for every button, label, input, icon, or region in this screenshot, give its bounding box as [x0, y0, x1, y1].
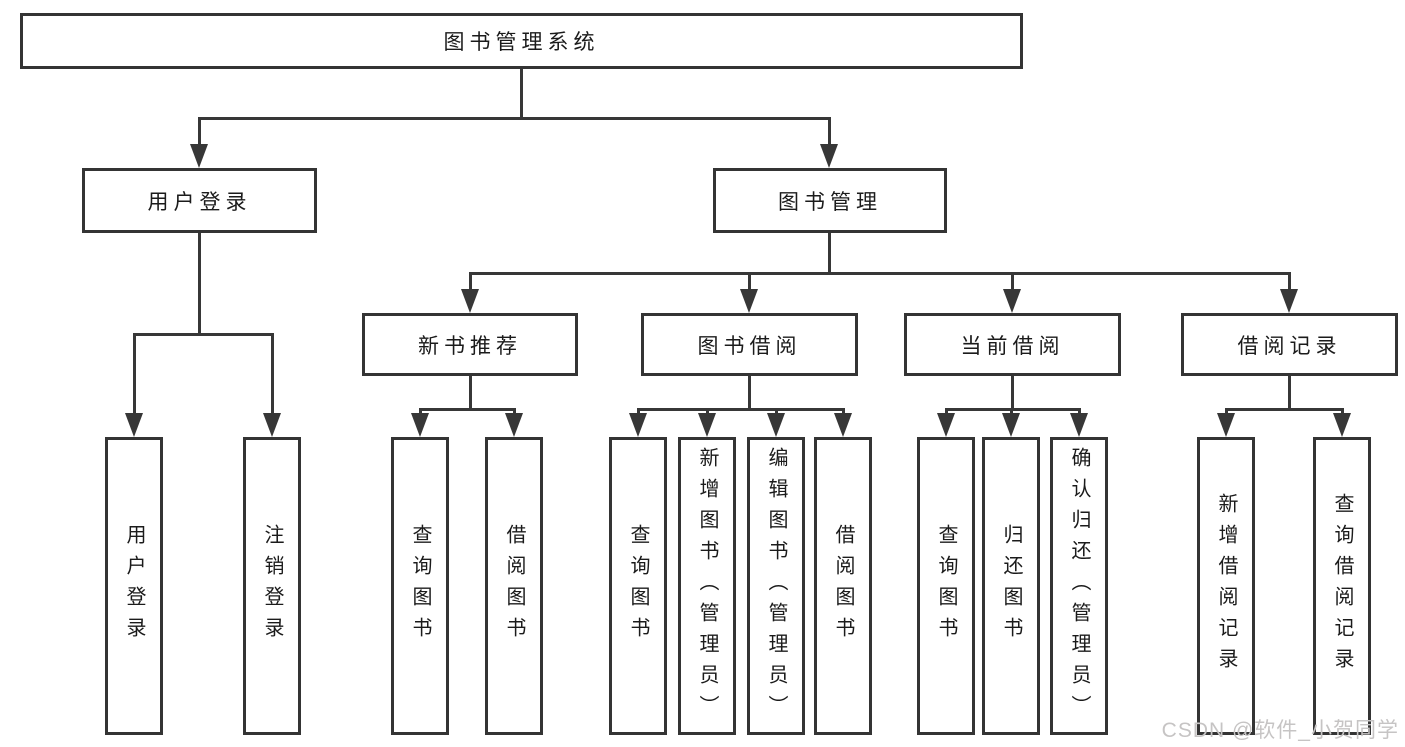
node-record-add-record: 新增借阅记录 — [1197, 437, 1255, 735]
arrowhead-icon — [411, 413, 429, 437]
node-newbook-borrow-books: 借阅图书 — [485, 437, 543, 735]
node-current-return-books: 归还图书 — [982, 437, 1040, 735]
node-borrow-borrow-books: 借阅图书 — [814, 437, 872, 735]
arrowhead-icon — [698, 413, 716, 437]
node-logout-action: 注销登录 — [243, 437, 301, 735]
node-user-login-action-label: 用户登录 — [123, 524, 145, 648]
connector-line — [419, 408, 516, 411]
arrowhead-icon — [1333, 413, 1351, 437]
node-borrow-record: 借阅记录 — [1181, 313, 1398, 376]
arrowhead-icon — [505, 413, 523, 437]
connector-line — [1225, 408, 1343, 411]
node-borrow-add-books-admin-label: 新增图书（管理员） — [696, 446, 718, 726]
node-record-query-record-label: 查询借阅记录 — [1331, 493, 1353, 679]
connector-line — [469, 272, 1290, 275]
node-record-add-record-label: 新增借阅记录 — [1215, 493, 1237, 679]
node-borrow-add-books-admin: 新增图书（管理员） — [678, 437, 736, 735]
connector-line — [198, 117, 831, 120]
connector-line — [271, 333, 274, 417]
connector-line — [637, 408, 844, 411]
node-borrow-query-books-label: 查询图书 — [627, 524, 649, 648]
node-current-confirm-return-admin-label: 确认归还（管理员） — [1068, 446, 1090, 726]
arrowhead-icon — [461, 289, 479, 313]
connector-line — [520, 69, 523, 117]
node-new-book-recommend: 新书推荐 — [362, 313, 578, 376]
node-newbook-query-books: 查询图书 — [391, 437, 449, 735]
node-borrow-query-books: 查询图书 — [609, 437, 667, 735]
node-current-query-books-label: 查询图书 — [935, 524, 957, 648]
arrowhead-icon — [937, 413, 955, 437]
arrowhead-icon — [1070, 413, 1088, 437]
connector-line — [133, 333, 274, 336]
connector-line — [1011, 272, 1014, 293]
node-newbook-borrow-books-label: 借阅图书 — [503, 524, 525, 648]
arrowhead-icon — [1280, 289, 1298, 313]
node-user-login: 用户登录 — [82, 168, 317, 233]
arrowhead-icon — [1217, 413, 1235, 437]
node-book-management: 图书管理 — [713, 168, 947, 233]
node-current-return-books-label: 归还图书 — [1000, 524, 1022, 648]
node-current-borrow: 当前借阅 — [904, 313, 1121, 376]
node-record-query-record: 查询借阅记录 — [1313, 437, 1371, 735]
connector-line — [1288, 376, 1291, 408]
connector-line — [469, 376, 472, 408]
arrowhead-icon — [125, 413, 143, 437]
connector-line — [198, 233, 201, 333]
connector-line — [133, 333, 136, 417]
connector-line — [469, 272, 472, 293]
arrowhead-icon — [190, 144, 208, 168]
arrowhead-icon — [629, 413, 647, 437]
node-current-confirm-return-admin: 确认归还（管理员） — [1050, 437, 1108, 735]
arrowhead-icon — [1002, 413, 1020, 437]
node-root: 图书管理系统 — [20, 13, 1023, 69]
node-user-login-action: 用户登录 — [105, 437, 163, 735]
connector-line — [828, 117, 831, 151]
connector-line — [828, 233, 831, 272]
arrowhead-icon — [740, 289, 758, 313]
csdn-watermark: CSDN @软件_小贺同学 — [1161, 719, 1399, 742]
node-current-query-books: 查询图书 — [917, 437, 975, 735]
connector-line — [198, 117, 201, 151]
connector-line — [748, 376, 751, 408]
node-borrow-edit-books-admin-label: 编辑图书（管理员） — [765, 446, 787, 726]
connector-line — [1288, 272, 1291, 293]
arrowhead-icon — [1003, 289, 1021, 313]
node-borrow-borrow-books-label: 借阅图书 — [832, 524, 854, 648]
node-newbook-query-books-label: 查询图书 — [409, 524, 431, 648]
node-book-borrow: 图书借阅 — [641, 313, 858, 376]
arrowhead-icon — [820, 144, 838, 168]
arrowhead-icon — [263, 413, 281, 437]
connector-line — [1011, 376, 1014, 408]
node-borrow-edit-books-admin: 编辑图书（管理员） — [747, 437, 805, 735]
connector-line — [748, 272, 751, 293]
arrowhead-icon — [767, 413, 785, 437]
node-logout-action-label: 注销登录 — [261, 524, 283, 648]
arrowhead-icon — [834, 413, 852, 437]
